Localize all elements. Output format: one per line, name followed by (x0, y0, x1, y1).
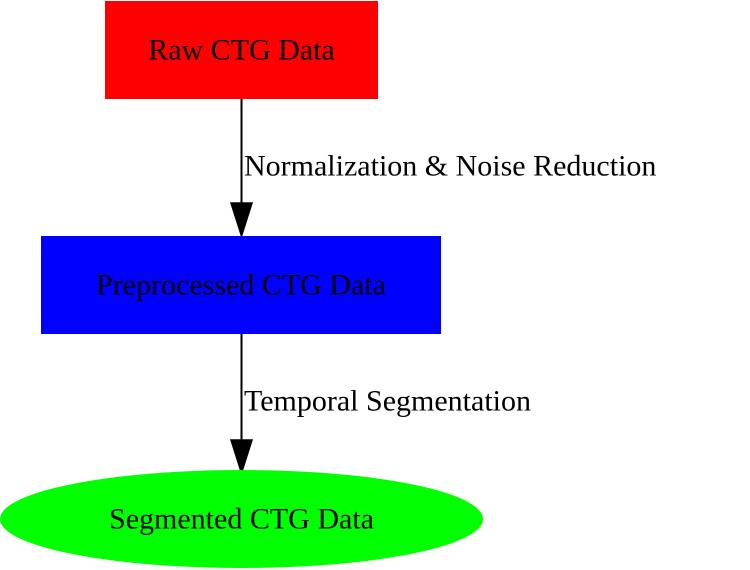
node-raw-ctg-data: Raw CTG Data (105, 1, 378, 99)
edge-1-arrowhead (229, 202, 254, 239)
node-preprocessed-label: Preprocessed CTG Data (96, 269, 386, 302)
node-segmented-label: Segmented CTG Data (109, 503, 374, 536)
edge-2-arrowhead (229, 439, 254, 476)
edge-preprocessed-to-segmented: Temporal Segmentation (229, 334, 531, 476)
node-raw-box (105, 1, 378, 99)
node-segmented-ellipse (0, 470, 483, 568)
edge-raw-to-preprocessed: Normalization & Noise Reduction (229, 99, 656, 239)
edge-1-label: Normalization & Noise Reduction (244, 150, 656, 183)
node-raw-label: Raw CTG Data (148, 34, 335, 67)
node-preprocessed-box (41, 236, 441, 334)
node-preprocessed-ctg-data: Preprocessed CTG Data (41, 236, 441, 334)
node-segmented-ctg-data: Segmented CTG Data (0, 470, 483, 568)
edge-2-label: Temporal Segmentation (244, 385, 531, 418)
